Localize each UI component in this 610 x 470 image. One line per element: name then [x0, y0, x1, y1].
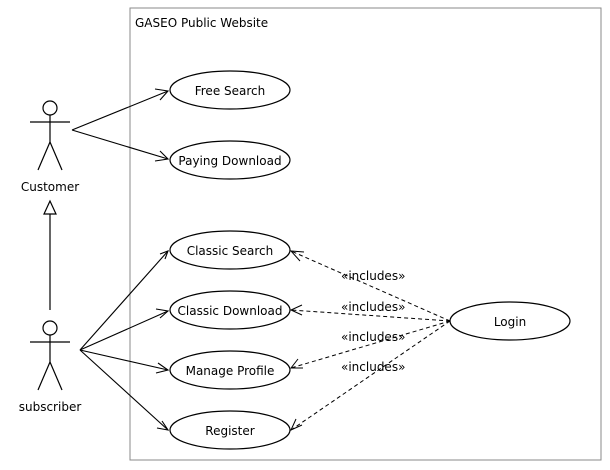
- svg-text:Manage Profile: Manage Profile: [186, 364, 275, 378]
- use-case-classic-search: Classic Search: [169, 230, 291, 270]
- use-case-classic-download: Classic Download: [169, 290, 291, 330]
- customer-actor: [30, 100, 70, 171]
- svg-text:Classic Download: Classic Download: [178, 304, 283, 318]
- customer-associations: [71, 88, 170, 162]
- includes-label: «includes»: [341, 269, 405, 283]
- includes-label: «includes»: [341, 330, 405, 344]
- subscriber-actor: [30, 320, 70, 391]
- generalization-arrow: [43, 199, 57, 310]
- use-case-free-search: Free Search: [169, 70, 291, 110]
- include-arrowheads: [289, 250, 305, 432]
- include-dependencies: [290, 250, 451, 431]
- subscriber-label: subscriber: [19, 400, 82, 414]
- includes-label: «includes»: [341, 360, 405, 374]
- svg-text:Free Search: Free Search: [195, 84, 266, 98]
- use-case-login: Login: [449, 301, 571, 341]
- svg-text:Paying Download: Paying Download: [178, 154, 281, 168]
- system-title: GASEO Public Website: [135, 16, 268, 30]
- use-case-register: Register: [169, 410, 291, 450]
- svg-text:Login: Login: [494, 315, 526, 329]
- use-case-manage-profile: Manage Profile: [169, 350, 291, 390]
- customer-label: Customer: [21, 180, 79, 194]
- subscriber-associations: [79, 250, 170, 431]
- includes-label: «includes»: [341, 300, 405, 314]
- system-boundary: [129, 7, 602, 461]
- use-case-paying-download: Paying Download: [169, 140, 291, 180]
- svg-text:Classic Search: Classic Search: [187, 244, 274, 258]
- svg-text:Register: Register: [205, 424, 254, 438]
